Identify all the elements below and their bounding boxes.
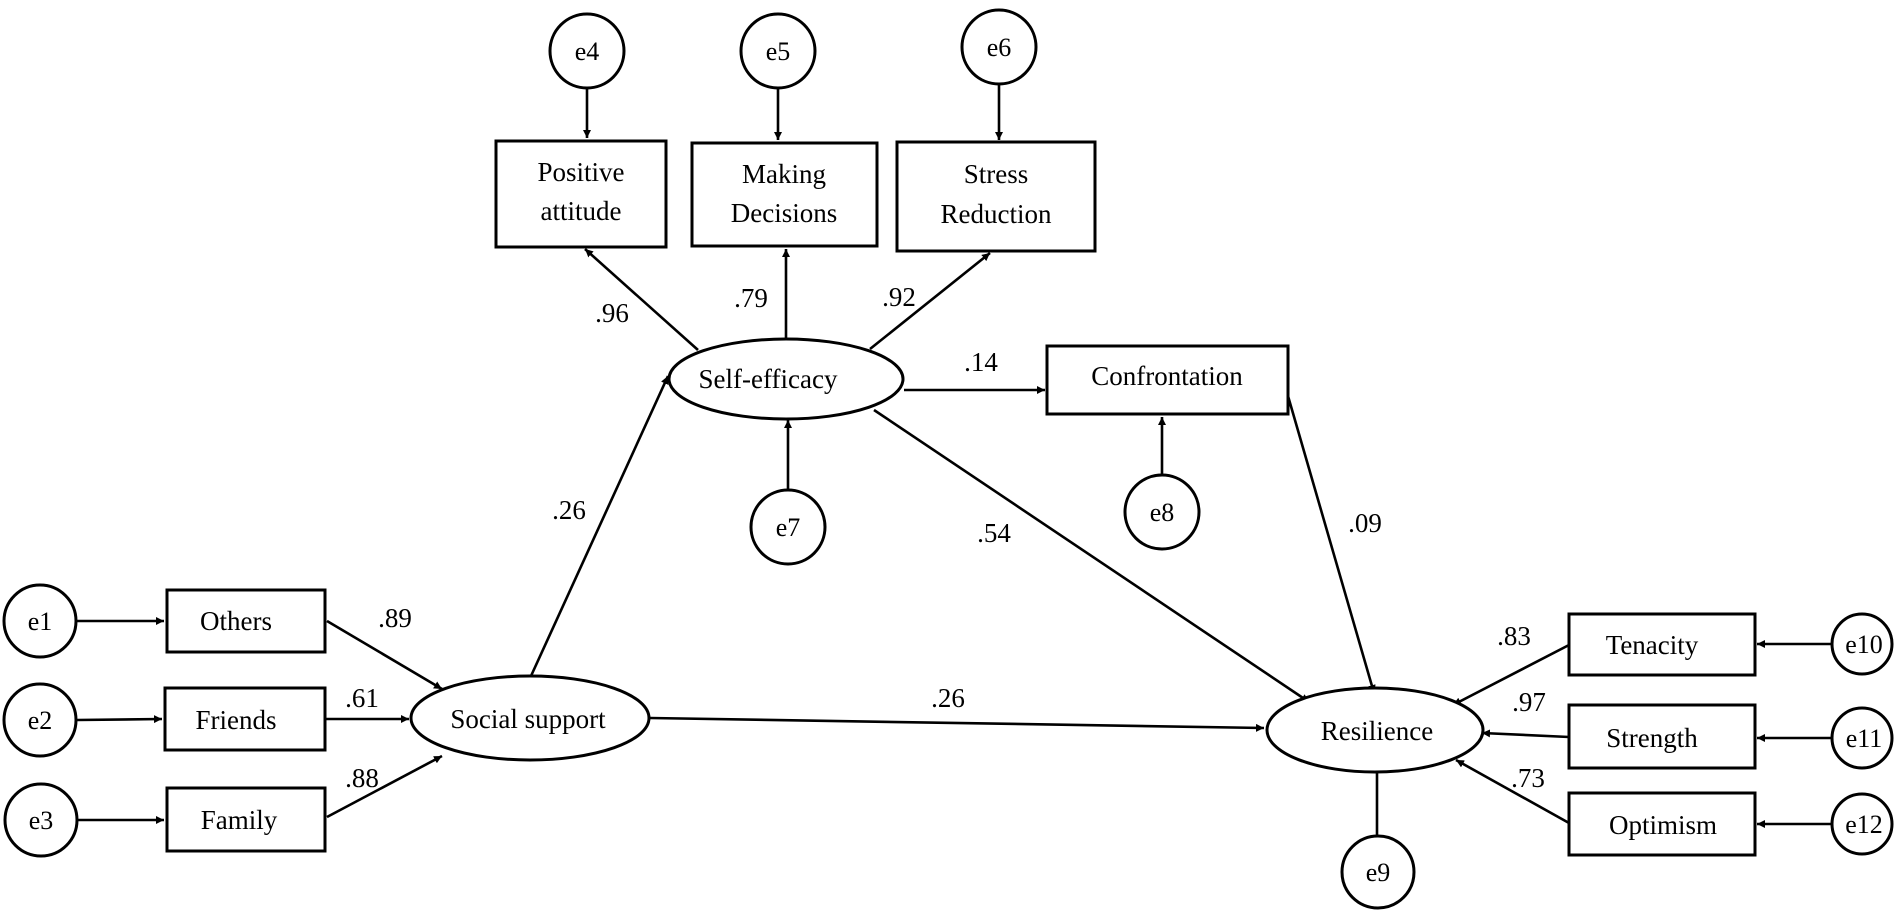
node-self-efficacy: Self-efficacy (667, 337, 905, 421)
error-e7-label: e7 (776, 513, 801, 542)
error-e10-label: e10 (1845, 630, 1883, 659)
node-strength-label: Strength (1606, 723, 1698, 753)
node-self-efficacy-label: Self-efficacy (699, 364, 838, 394)
node-social-support-label: Social support (450, 704, 606, 734)
coef-ss-resilience: .26 (931, 683, 965, 713)
error-e4: e4 (548, 12, 626, 90)
observed-variables: Positive attitude Making Decisions Stres… (163, 139, 1757, 857)
node-confrontation-label: Confrontation (1091, 361, 1243, 391)
coef-se-decisions: .79 (734, 283, 768, 313)
error-e12-label: e12 (1845, 810, 1883, 839)
error-e2-label: e2 (28, 706, 53, 735)
edge-se-positive (584, 248, 699, 351)
node-family: Family (165, 786, 327, 853)
error-e10: e10 (1830, 612, 1894, 676)
error-e8: e8 (1123, 473, 1201, 551)
path-coefficients: .96 .79 .92 .14 .26 .54 .09 .89 .61 .88 … (345, 282, 1546, 793)
node-strength: Strength (1567, 703, 1757, 770)
edge-others-ss (326, 619, 443, 691)
edge-optimism-resilience (1455, 758, 1570, 825)
node-stress-reduction-line2: Reduction (941, 199, 1052, 229)
node-resilience-label: Resilience (1321, 716, 1433, 746)
error-e5-label: e5 (766, 37, 791, 66)
node-making-decisions-line2: Decisions (731, 198, 837, 228)
error-e12: e12 (1830, 792, 1894, 856)
error-e7: e7 (749, 488, 827, 566)
node-confrontation: Confrontation (1045, 344, 1290, 416)
error-e11-label: e11 (1846, 724, 1883, 753)
coef-tenacity-resilience: .83 (1497, 621, 1531, 651)
edge-ss-se (529, 375, 670, 677)
coef-se-positive: .96 (595, 298, 629, 328)
node-positive-attitude-line1: Positive (537, 157, 624, 187)
error-e8-label: e8 (1150, 498, 1175, 527)
error-e11: e11 (1830, 706, 1894, 770)
error-e9-label: e9 (1366, 858, 1391, 887)
edge-ss-resilience (649, 716, 1265, 732)
node-tenacity-label: Tenacity (1606, 630, 1699, 660)
node-optimism: Optimism (1567, 791, 1757, 857)
node-others: Others (165, 588, 327, 654)
latent-variables: Self-efficacy Social support Resilience (409, 337, 1485, 774)
node-stress-reduction-line1: Stress (964, 159, 1029, 189)
coef-family-ss: .88 (345, 763, 379, 793)
edge-se-stress (869, 251, 991, 351)
coef-se-resilience: .54 (977, 518, 1011, 548)
coef-optimism-resilience: .73 (1511, 763, 1545, 793)
node-others-label: Others (200, 606, 272, 636)
node-resilience: Resilience (1265, 686, 1485, 774)
coef-others-ss: .89 (378, 603, 412, 633)
node-making-decisions: Making Decisions (690, 141, 879, 248)
coef-ss-se: .26 (552, 495, 586, 525)
coef-friends-ss: .61 (345, 683, 379, 713)
edge-confrontation-resilience (1286, 395, 1376, 694)
edge-strength-resilience (1481, 729, 1570, 739)
error-e4-label: e4 (575, 37, 600, 66)
edge-e2-friends (76, 715, 163, 724)
coef-se-confrontation: .14 (964, 347, 998, 377)
error-e3-label: e3 (29, 806, 54, 835)
error-e6-label: e6 (987, 33, 1012, 62)
node-tenacity: Tenacity (1567, 612, 1757, 677)
node-positive-attitude-line2: attitude (541, 196, 622, 226)
coef-confrontation-resilience: .09 (1348, 508, 1382, 538)
error-e5: e5 (739, 12, 817, 90)
node-making-decisions-line1: Making (742, 159, 826, 189)
node-stress-reduction: Stress Reduction (895, 140, 1097, 253)
error-e9: e9 (1340, 834, 1416, 910)
error-terms: e4 e5 e6 e7 e8 e9 e1 e2 (2, 8, 1894, 910)
coef-strength-resilience: .97 (1512, 687, 1546, 717)
edge-se-resilience (873, 408, 1310, 704)
node-family-label: Family (201, 805, 278, 835)
edge-family-ss (326, 754, 443, 819)
node-optimism-label: Optimism (1609, 810, 1717, 840)
error-e1: e1 (2, 583, 78, 659)
error-e2: e2 (2, 682, 78, 758)
error-e1-label: e1 (28, 607, 53, 636)
error-e3: e3 (3, 782, 79, 858)
edge-tenacity-resilience (1452, 643, 1570, 707)
error-e6: e6 (960, 8, 1038, 86)
node-friends: Friends (163, 686, 327, 752)
node-friends-label: Friends (196, 705, 277, 735)
node-positive-attitude: Positive attitude (494, 139, 668, 249)
coef-se-stress: .92 (882, 282, 916, 312)
edges (76, 85, 1834, 842)
node-social-support: Social support (409, 674, 651, 762)
